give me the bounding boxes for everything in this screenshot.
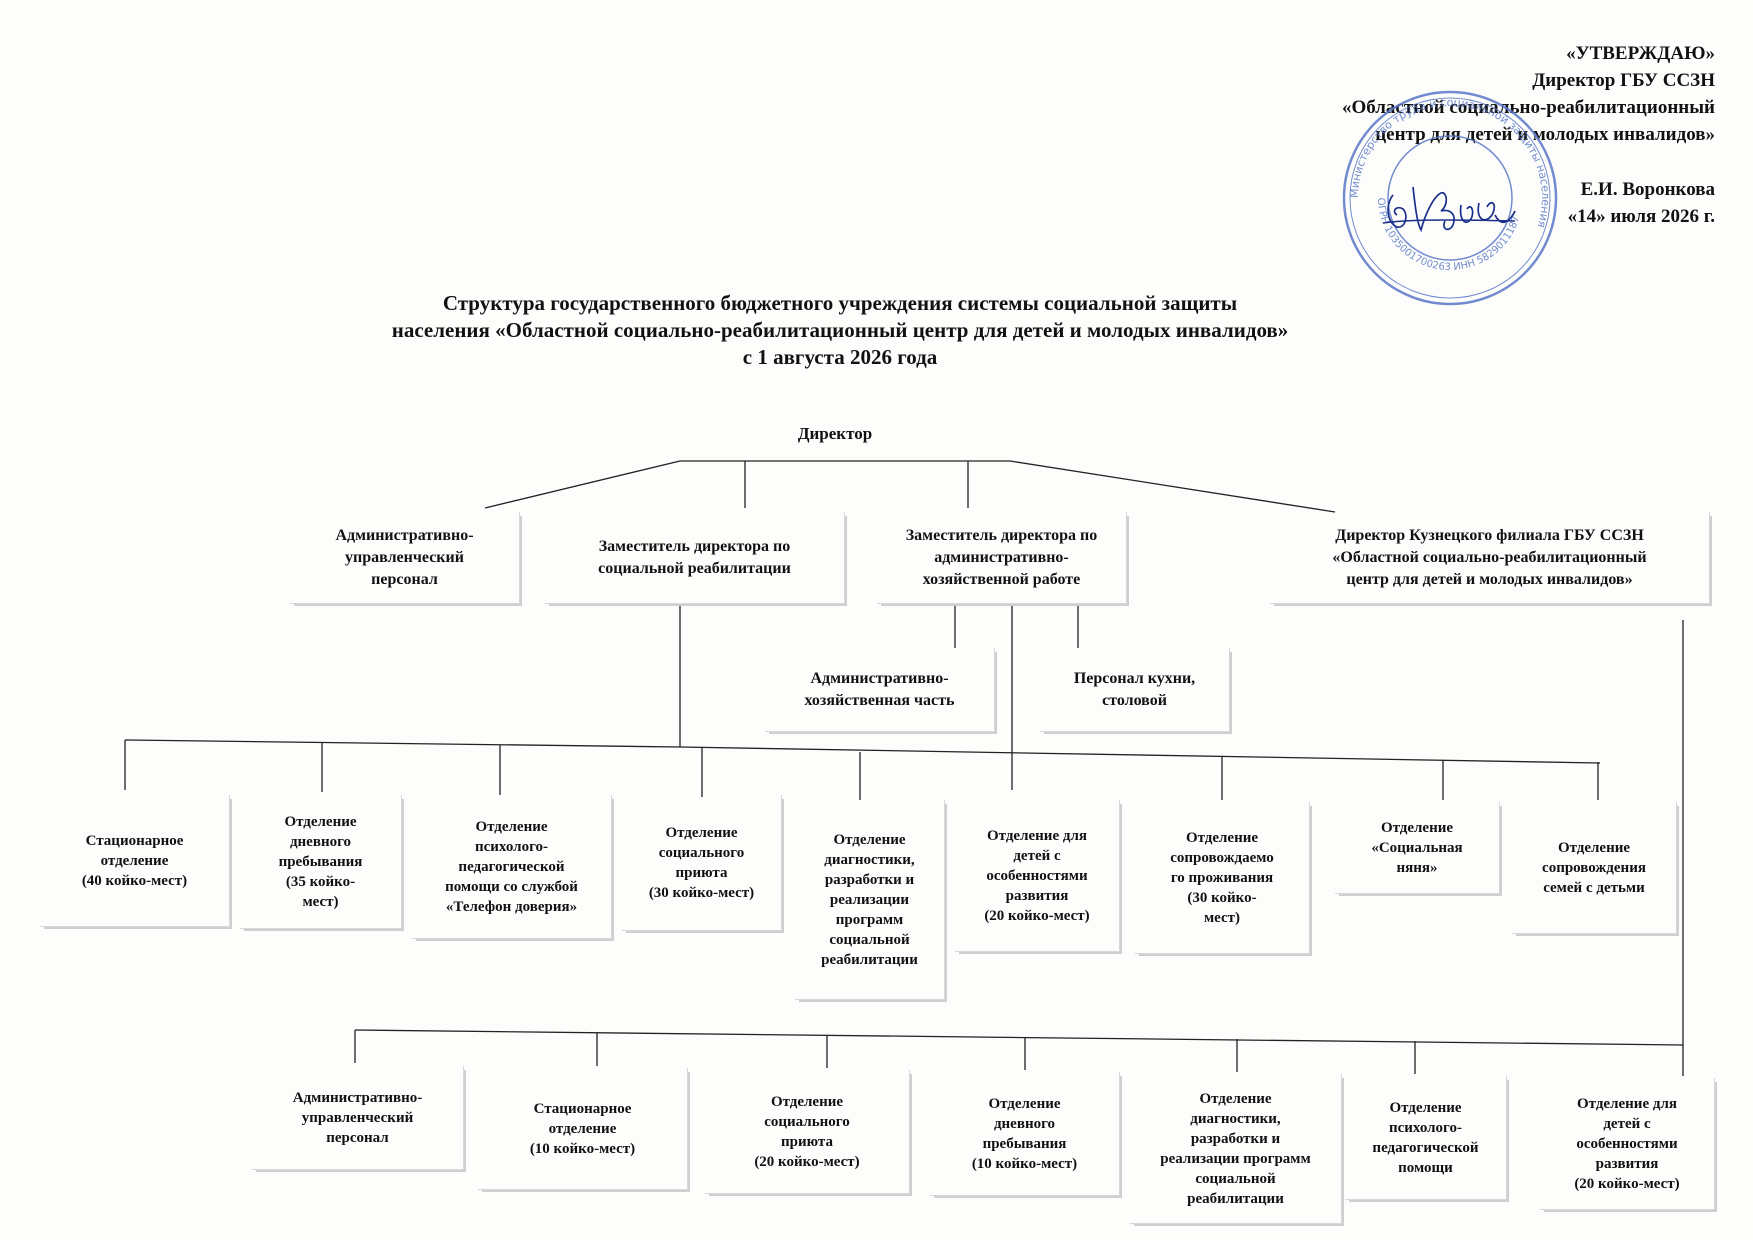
title-line1: Структура государственного бюджетного уч… [442,291,1238,315]
branch-dept-day-stay: Отделение дневного пребывания (10 койко-… [930,1072,1120,1196]
kitchen-canteen-staff: Персонал кухни, столовой [1040,648,1230,732]
dept-day-stay: Отделение дневного пребывания (35 койко-… [240,795,402,929]
director-label: Директор [797,424,873,443]
dept-family-support: Отделение сопровождения семей с детьми [1512,802,1677,934]
deputy-director-admin-economic: Заместитель директора по административно… [877,512,1127,604]
department-bus-left [124,739,681,748]
department-bus-right [679,746,1601,764]
approval-date: «14» июля 2026 г. [1567,206,1715,227]
dept-diagnostics-rehab-programs: Отделение диагностики, разработки и реал… [795,800,945,1000]
branch-dept-social-shelter: Отделение социального приюта (20 койко-м… [705,1070,910,1194]
branch-dept-psych-pedagogical: Отделение психолого- педагогической помо… [1345,1076,1507,1200]
dept-children-special-needs: Отделение для детей с особенностями разв… [955,800,1120,952]
approval-position: Директор ГБУ ССЗН [1532,70,1715,91]
approval-heading: «УТВЕРЖДАЮ» [1566,43,1715,64]
title-line3: с 1 августа 2026 года [742,345,938,369]
approval-org-line2: центр для детей и молодых инвалидов» [1375,124,1715,145]
approval-block: «УТВЕРЖДАЮ» Директор ГБУ ССЗН «Областной… [1195,40,1715,230]
deputy-director-social-rehab: Заместитель директора по социальной реаб… [545,512,845,604]
kuznetsk-branch-director: Директор Кузнецкого филиала ГБУ ССЗН «Об… [1270,512,1710,604]
connector-director-branch [1009,460,1336,513]
handwritten-signature [1382,186,1516,233]
dept-supported-living: Отделение сопровождаемо го проживания (3… [1135,802,1310,954]
dept-inpatient: Стационарное отделение (40 койко-мест) [40,795,230,927]
branch-dept-children-special-needs: Отделение для детей с особенностями разв… [1540,1078,1715,1210]
approval-signer: Е.И. Воронкова [1580,179,1715,200]
branch-bus [354,1029,1684,1046]
branch-dept-inpatient: Стационарное отделение (10 койко-мест) [478,1068,688,1190]
official-stamp: Министерство труда и социальной защиты н… [1342,90,1558,306]
dept-social-nanny: Отделение «Социальная няня» [1335,802,1500,894]
dept-psych-pedagogical-helpline: Отделение психолого- педагогической помо… [412,795,612,939]
document-title: Структура государственного бюджетного уч… [380,290,1300,371]
branch-dept-diagnostics-rehab-programs: Отделение диагностики, разработки и реал… [1130,1074,1342,1224]
dept-social-shelter: Отделение социального приюта (30 койко-м… [622,795,782,931]
connector-director-admin [484,460,681,509]
admin-management-staff: Административно- управленческий персонал [290,512,520,604]
approval-org-line1: «Областной социально-реабилитационный [1341,97,1715,118]
title-line2: населения «Областной социально-реабилита… [391,318,1289,342]
branch-admin-management-staff: Административно- управленческий персонал [252,1066,464,1170]
admin-economic-unit: Административно- хозяйственная часть [765,648,995,732]
